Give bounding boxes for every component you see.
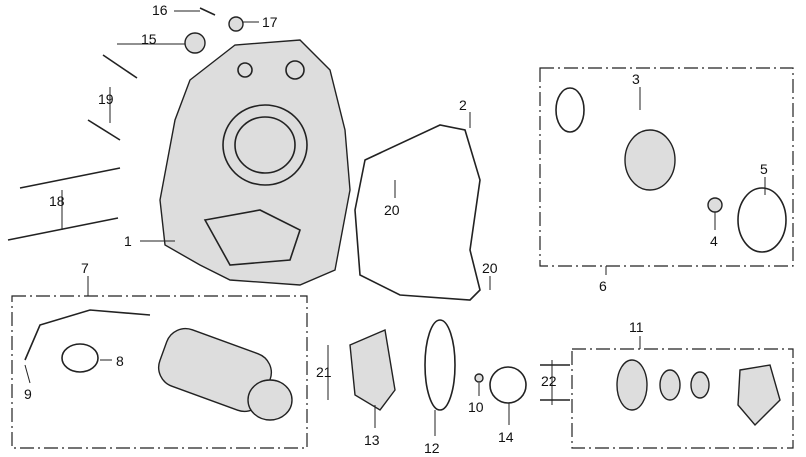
callout-14: 14 bbox=[498, 429, 514, 445]
gasket bbox=[354, 124, 481, 301]
starter-clutch-parts bbox=[555, 87, 787, 253]
callout-12: 12 bbox=[424, 440, 440, 456]
oil-pump-parts bbox=[540, 359, 781, 427]
group-box-starter-clutch bbox=[539, 67, 794, 267]
group-box-starter-motor bbox=[11, 295, 308, 449]
callout-13: 13 bbox=[364, 432, 380, 448]
starter-motor bbox=[24, 309, 293, 421]
callout-2: 2 bbox=[459, 97, 467, 113]
crankcase-cover bbox=[159, 39, 351, 286]
leader-lines bbox=[24, 10, 766, 436]
callout-19: 19 bbox=[98, 91, 114, 107]
chain-and-sprockets bbox=[349, 319, 527, 411]
callout-1: 1 bbox=[124, 233, 132, 249]
callout-20b: 20 bbox=[482, 260, 498, 276]
callout-16: 16 bbox=[152, 2, 168, 18]
callout-18: 18 bbox=[49, 193, 65, 209]
callout-20a: 20 bbox=[384, 202, 400, 218]
callout-22: 22 bbox=[541, 373, 557, 389]
callout-4: 4 bbox=[710, 233, 718, 249]
callout-11: 11 bbox=[629, 319, 644, 335]
bolts bbox=[7, 7, 244, 241]
callout-8: 8 bbox=[116, 353, 124, 369]
callout-17: 17 bbox=[262, 14, 278, 30]
callout-6: 6 bbox=[599, 278, 607, 294]
callout-7: 7 bbox=[81, 260, 89, 276]
callout-10: 10 bbox=[468, 399, 484, 415]
callout-9: 9 bbox=[24, 386, 32, 402]
callout-15: 15 bbox=[141, 31, 157, 47]
callout-3: 3 bbox=[632, 71, 640, 87]
callout-5: 5 bbox=[760, 161, 768, 177]
group-box-oil-pump bbox=[571, 348, 794, 449]
callout-21: 21 bbox=[316, 364, 332, 380]
